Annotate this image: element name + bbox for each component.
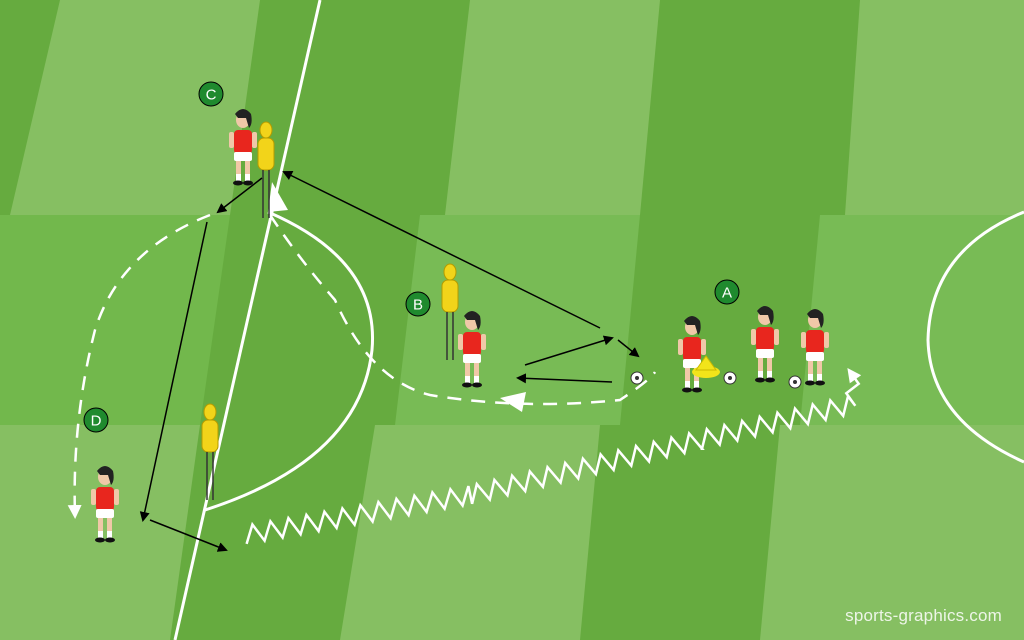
- pass-arrow-icon: [139, 171, 640, 552]
- ball-icon: [630, 371, 644, 385]
- svg-text:A: A: [722, 285, 732, 302]
- player-label-b: B: [405, 291, 431, 317]
- run-path-icon: [67, 213, 657, 519]
- player-label-d: D: [83, 407, 109, 433]
- ball-icon: [788, 375, 802, 389]
- dribble-path-icon: [245, 367, 862, 545]
- svg-text:D: D: [91, 413, 102, 430]
- svg-text:C: C: [206, 87, 217, 104]
- field-lines: [173, 0, 1024, 640]
- watermark: sports-graphics.com: [845, 606, 1002, 625]
- cone-icon: [692, 355, 720, 378]
- ball-icon: [723, 371, 737, 385]
- player-label-a: A: [714, 279, 740, 305]
- svg-text:B: B: [413, 297, 423, 314]
- direction-marker-icon: [268, 182, 526, 412]
- player-label-c: C: [198, 81, 224, 107]
